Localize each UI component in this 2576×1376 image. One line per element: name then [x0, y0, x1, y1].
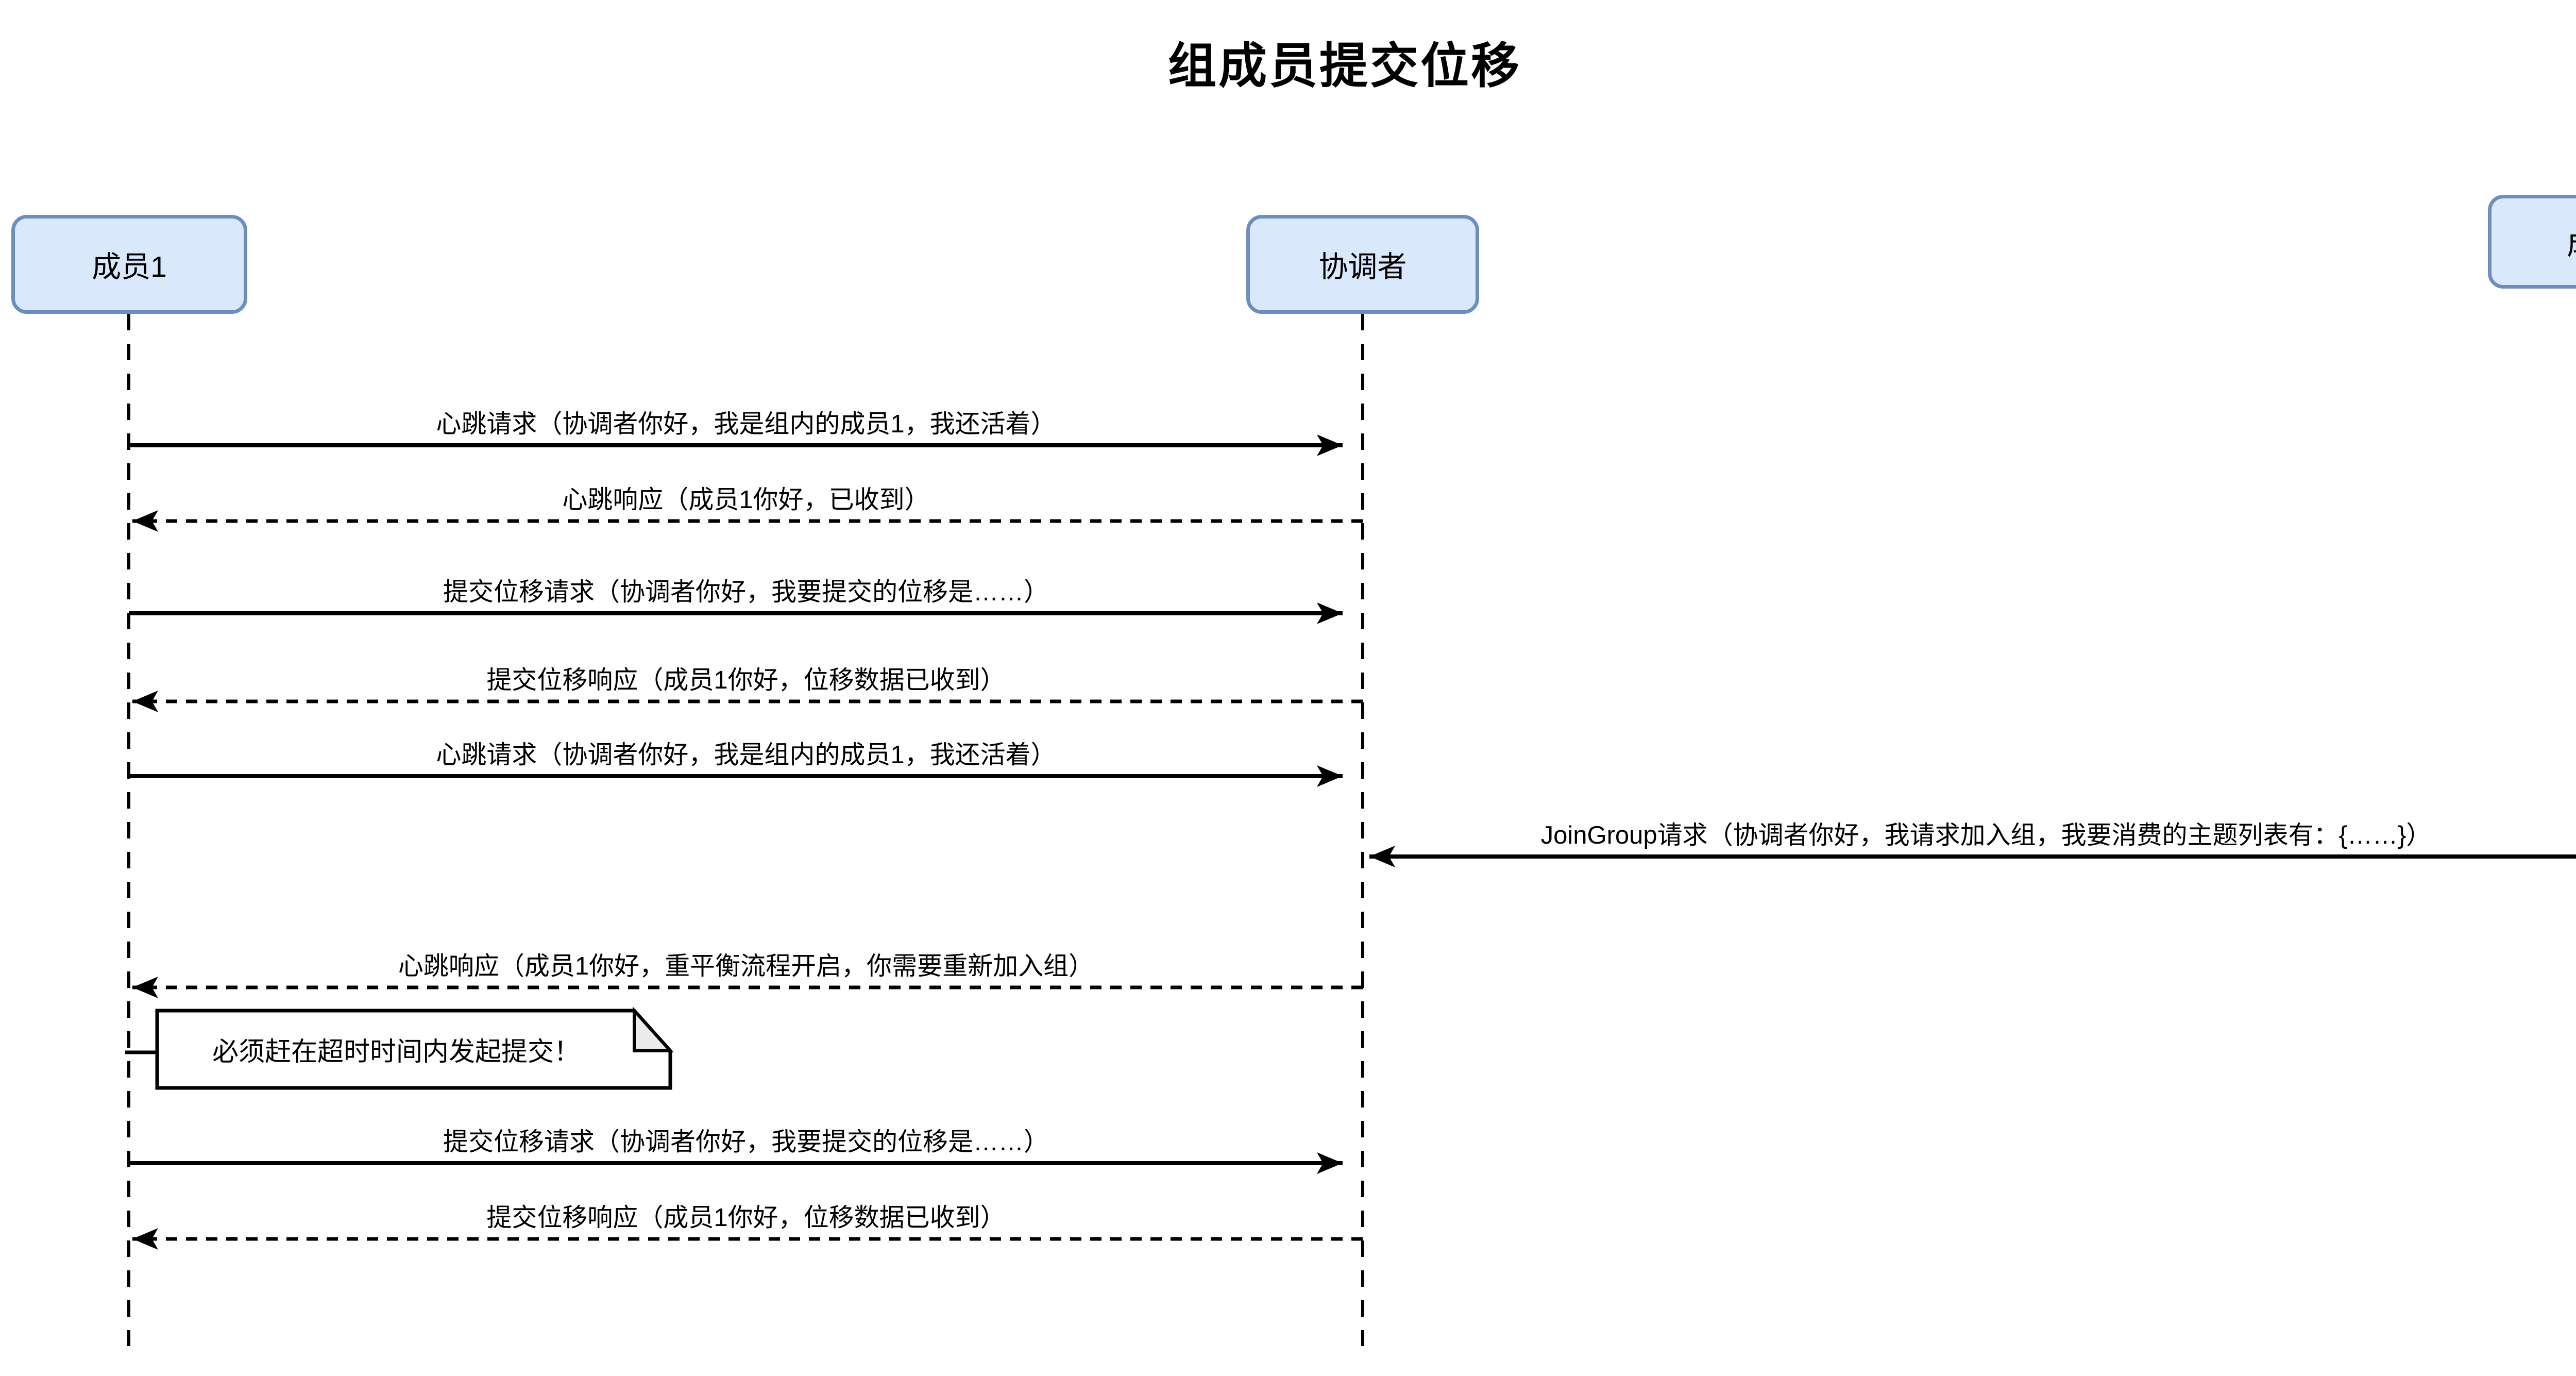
participant-member1-label: 成员1 — [92, 250, 167, 283]
message-label-4: 提交位移响应（成员1你好，位移数据已收到） — [486, 666, 1006, 694]
note-fold — [633, 1006, 674, 1052]
message-label-1: 心跳请求（协调者你好，我是组内的成员1，我还活着） — [436, 410, 1056, 438]
participant-coordinator: 协调者 — [1246, 215, 1479, 314]
message-label-7: 心跳响应（成员1你好，重平衡流程开启，你需要重新加入组） — [398, 952, 1094, 980]
message-label-3: 提交位移请求（协调者你好，我要提交的位移是……） — [443, 578, 1049, 606]
participant-coordinator-label: 协调者 — [1318, 250, 1407, 283]
message-label-8: 提交位移请求（协调者你好，我要提交的位移是……） — [443, 1128, 1049, 1156]
message-label-6: JoinGroup请求（协调者你好，我请求加入组，我要消费的主题列表有：{……}… — [1540, 821, 2432, 849]
diagram-title: 组成员提交位移 — [1167, 39, 1521, 93]
message-label-5: 心跳请求（协调者你好，我是组内的成员1，我还活着） — [436, 741, 1056, 769]
note-text: 必须赶在超时时间内发起提交！ — [212, 1037, 580, 1066]
message-label-9: 提交位移响应（成员1你好，位移数据已收到） — [486, 1204, 1006, 1232]
participant-member2: 成员2 — [2488, 195, 2576, 289]
note-shape — [155, 1009, 672, 1090]
participant-member1: 成员1 — [11, 215, 247, 314]
message-label-2: 心跳响应（成员1你好，已收到） — [562, 486, 930, 514]
participant-member2-label: 成员2 — [2567, 221, 2576, 263]
